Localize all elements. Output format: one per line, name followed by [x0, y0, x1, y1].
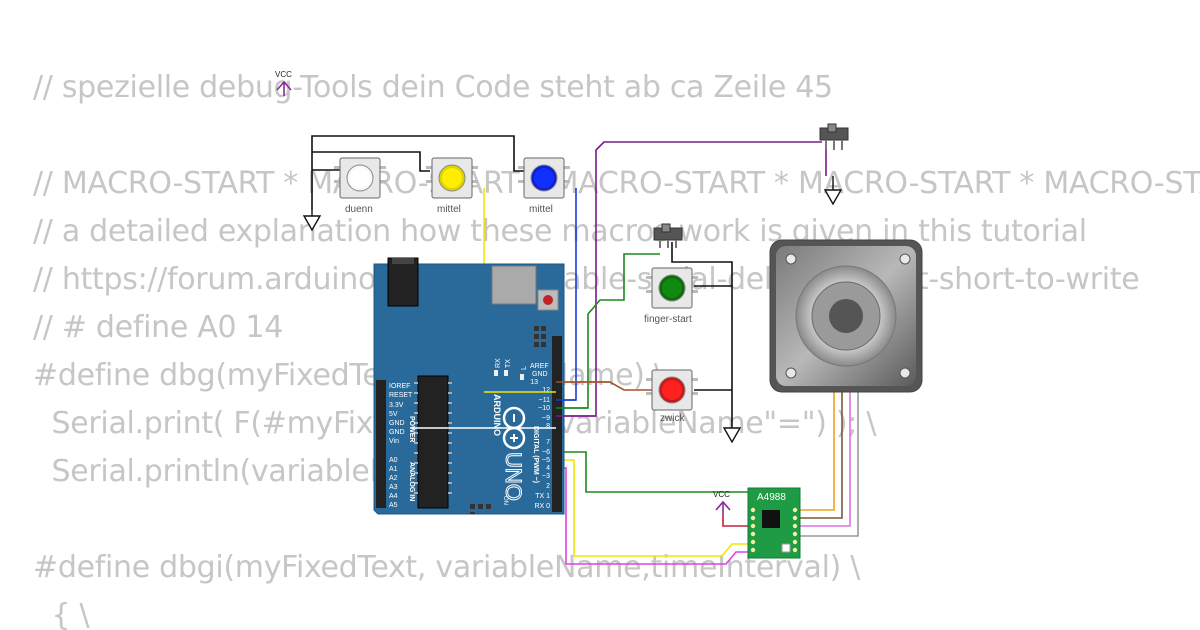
wire-black[interactable]: [671, 242, 733, 286]
board-analog-label: ANALOG IN: [408, 462, 415, 501]
pin-12: 12: [542, 387, 550, 394]
board-aref: AREF: [530, 363, 549, 370]
pin-a2: A2: [389, 475, 398, 482]
pin-7: 7: [546, 439, 550, 446]
slide-switch-middle[interactable]: [653, 223, 683, 248]
code-line: { \: [33, 598, 90, 630]
wire-orange[interactable]: [800, 392, 835, 511]
pin-4: 4: [546, 465, 550, 472]
pushbutton-mittel-blue[interactable]: mittel: [518, 157, 570, 215]
pin-5v: 5V: [389, 411, 398, 418]
pin-a5: A5: [389, 502, 398, 509]
board-brand: ARDUINO: [492, 394, 502, 436]
analog-pin-labels: A0 A1 A2 A3 A4 A5: [389, 457, 398, 509]
button-label-finger-start: finger-start: [644, 314, 692, 325]
pushbutton-mittel-yellow[interactable]: mittel: [426, 157, 478, 215]
board-gnd: GND: [532, 371, 548, 378]
power-pin-labels: IOREF RESET 3.3V 5V GND GND Vin: [389, 383, 413, 445]
pushbutton-finger-start[interactable]: finger-start: [644, 267, 698, 325]
pin-a4: A4: [389, 493, 398, 500]
ground-symbol: [302, 176, 843, 444]
pin-a1: A1: [389, 466, 398, 473]
pushbutton-zwick[interactable]: zwick: [646, 369, 698, 424]
pin-11: ~11: [539, 397, 550, 404]
pin-a3: A3: [389, 484, 398, 491]
pin-vin: Vin: [389, 438, 399, 445]
pin-reset: RESET: [389, 392, 413, 399]
vcc-label: VCC: [713, 490, 730, 499]
digital-pin-labels: 13 12 ~11 ~10 ~9 8 7 ~6 ~5 4 ~3 2 TX 1 R…: [530, 379, 550, 510]
wire-pink[interactable]: [800, 392, 851, 527]
wire-black[interactable]: [311, 135, 524, 210]
wire-black[interactable]: [694, 285, 733, 426]
wire-black[interactable]: [312, 151, 430, 172]
pin-gnd: GND: [389, 420, 405, 427]
wire-gray[interactable]: [800, 392, 859, 537]
board-digital-label: DIGITAL (PWM ~): [532, 426, 539, 483]
wire-green[interactable]: [556, 253, 660, 409]
pushbutton-duenn[interactable]: duenn: [334, 157, 386, 215]
pin-13: 13: [530, 379, 538, 386]
board-led-tx: TX: [505, 359, 512, 368]
pin-6: ~6: [542, 449, 550, 456]
pin-0: RX 0: [534, 503, 550, 510]
board-on-label: ON: [502, 496, 508, 505]
pin-5: ~5: [542, 457, 550, 464]
pin-2: 2: [546, 483, 550, 490]
wire-brown[interactable]: [556, 381, 652, 391]
vcc-symbol[interactable]: VCC: [713, 490, 731, 516]
wire-green[interactable]: [556, 451, 748, 493]
button-label-mittel: mittel: [437, 204, 461, 215]
wire-red[interactable]: [722, 516, 748, 527]
vcc-symbol[interactable]: VCC: [275, 70, 292, 96]
pin-9: ~9: [542, 415, 550, 422]
button-label-zwick: zwick: [660, 413, 685, 424]
button-label-duenn: duenn: [345, 204, 373, 215]
stepper-motor[interactable]: [769, 239, 923, 393]
wire-magenta[interactable]: [556, 467, 748, 565]
board-led-rx: RX: [495, 358, 502, 368]
code-line: // spezielle debug-Tools dein Code steht…: [33, 70, 833, 105]
arduino-uno-board[interactable]: RX TX L ARDUINO UNO DIGITAL (PWM ~) POWE…: [373, 257, 565, 515]
code-line: // # define A0 14: [33, 310, 284, 345]
wire-yellow[interactable]: [556, 459, 748, 557]
pin-ioref: IOREF: [389, 383, 410, 390]
pin-3: ~3: [542, 473, 550, 480]
pin-8: 8: [546, 423, 550, 430]
wire-brown[interactable]: [800, 392, 843, 519]
pin-3v3: 3.3V: [389, 402, 404, 409]
board-name: UNO: [501, 452, 526, 501]
pin-10: ~10: [538, 405, 550, 412]
driver-label: A4988: [757, 492, 786, 503]
vcc-label: VCC: [275, 70, 292, 79]
code-line: // https://forum.arduino.cc/t/comfortabl…: [33, 262, 1140, 297]
pin-1: TX 1: [535, 493, 550, 500]
a4988-driver[interactable]: A4988: [747, 487, 801, 559]
button-label-mittel: mittel: [529, 204, 553, 215]
pin-gnd: GND: [389, 429, 405, 436]
board-led-l: L: [521, 366, 528, 370]
board-power-label: POWER: [408, 416, 415, 442]
pin-a0: A0: [389, 457, 398, 464]
slide-switch-top[interactable]: [819, 123, 849, 150]
